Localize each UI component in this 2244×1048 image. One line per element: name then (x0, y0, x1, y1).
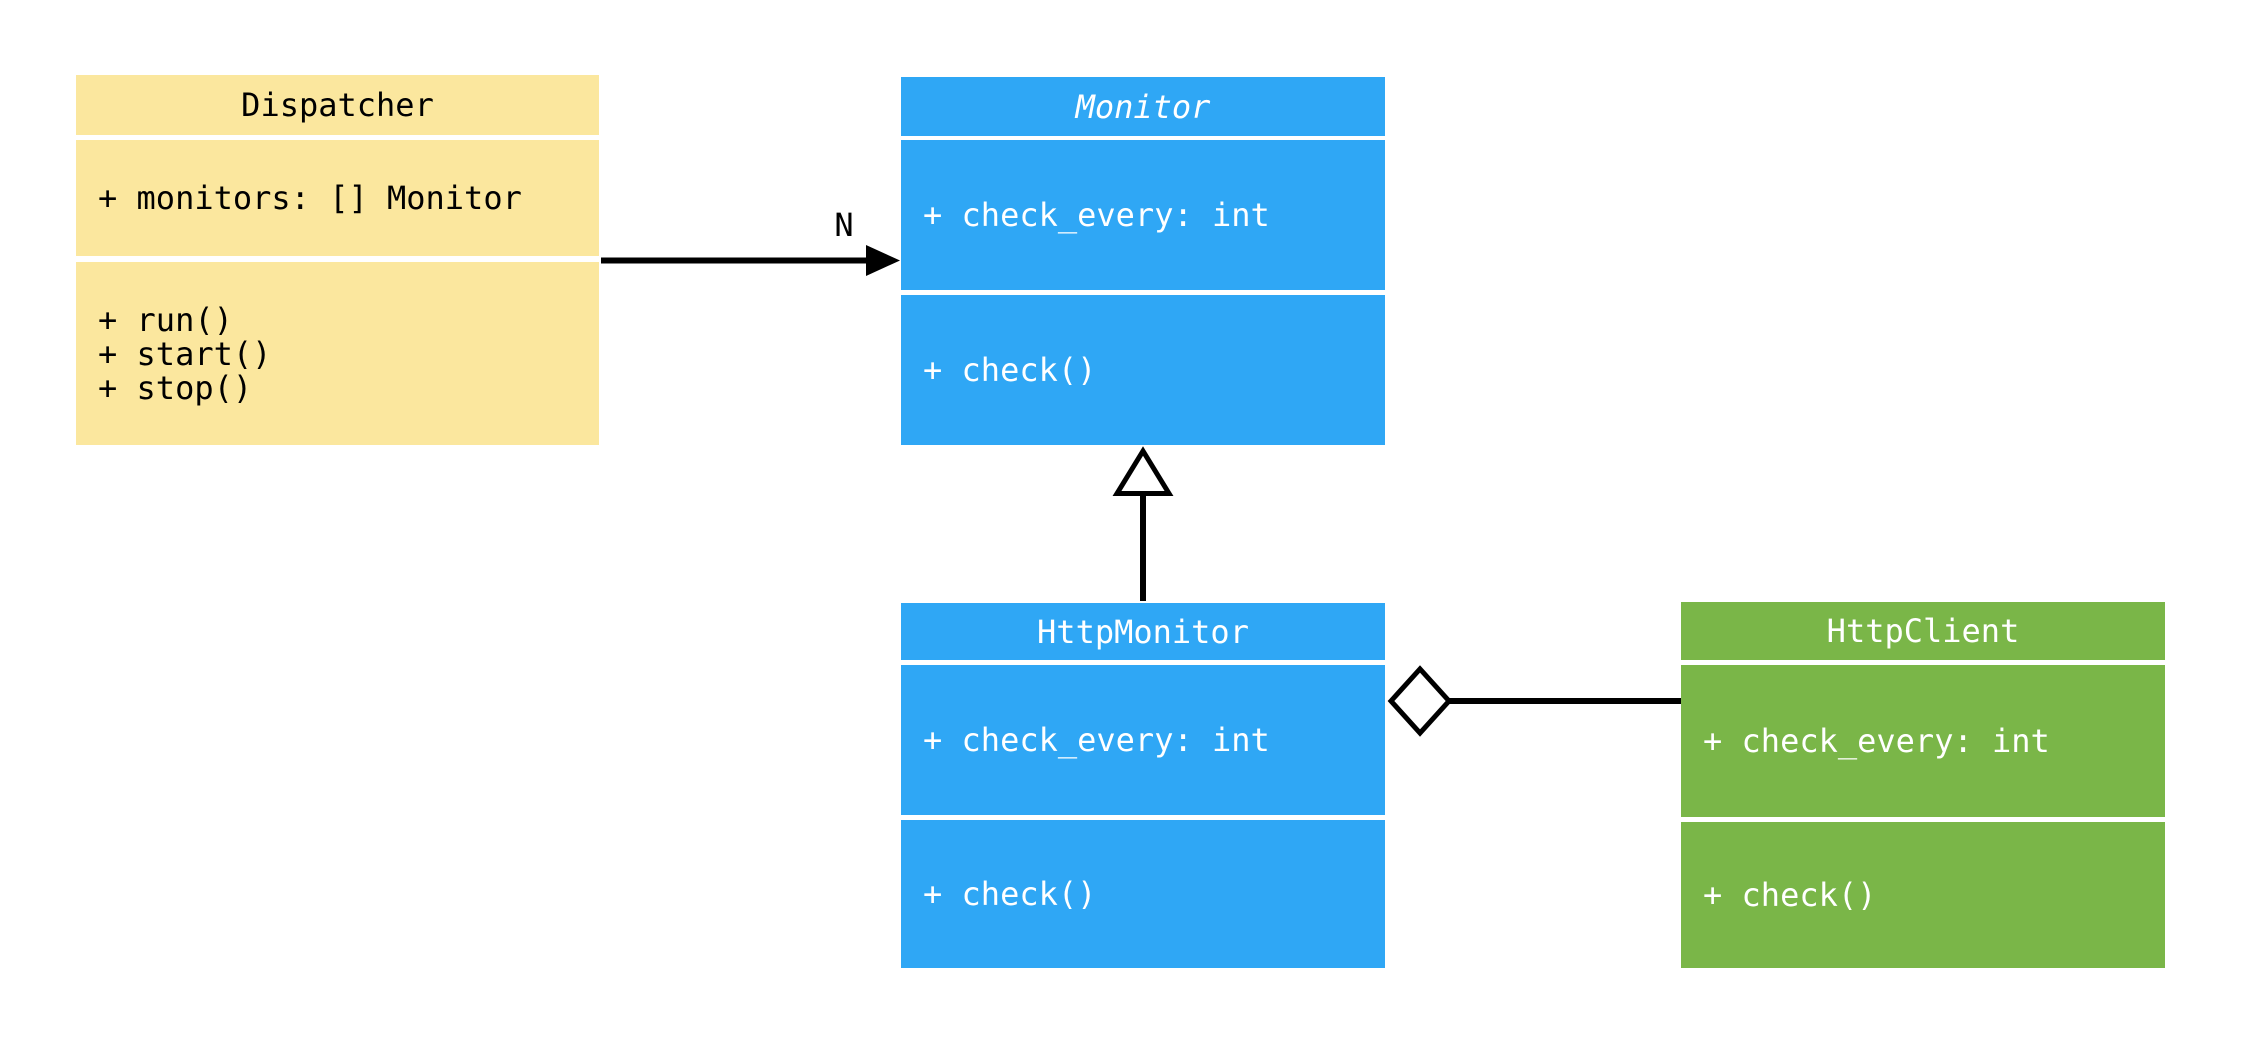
method: + start() (98, 334, 272, 373)
class-dispatcher[interactable]: Dispatcher + monitors: [] Monitor + run(… (76, 75, 599, 445)
method: + check() (923, 875, 1097, 913)
class-http-client[interactable]: HttpClient + check_every: int + check() (1681, 602, 2165, 968)
attribute: + check_every: int (1703, 722, 2050, 760)
method: + stop() (98, 368, 253, 407)
class-http-client-title: HttpClient (1681, 602, 2165, 660)
class-dispatcher-title: Dispatcher (76, 75, 599, 135)
class-http-monitor-attributes: + check_every: int (901, 665, 1385, 815)
class-http-client-attributes: + check_every: int (1681, 665, 2165, 817)
attribute: + check_every: int (923, 721, 1270, 759)
method: + check() (923, 351, 1097, 389)
class-http-monitor-methods: + check() (901, 820, 1385, 968)
aggregation-connector (1387, 665, 1681, 737)
method: + run() (98, 300, 233, 339)
class-http-monitor[interactable]: HttpMonitor + check_every: int + check() (901, 603, 1385, 968)
association-arrow (601, 245, 900, 276)
method: + check() (1703, 876, 1877, 914)
class-http-monitor-title: HttpMonitor (901, 603, 1385, 660)
attribute: + monitors: [] Monitor (98, 179, 522, 217)
attribute: + check_every: int (923, 196, 1270, 234)
association-multiplicity-label: N (834, 206, 854, 244)
class-dispatcher-methods: + run() + start() + stop() (76, 262, 599, 445)
class-monitor-title: Monitor (901, 77, 1385, 136)
class-monitor-methods: + check() (901, 295, 1385, 445)
class-monitor-attributes: + check_every: int (901, 140, 1385, 290)
class-monitor[interactable]: Monitor + check_every: int + check() (901, 77, 1385, 445)
generalization-arrow (1112, 446, 1174, 601)
class-http-client-methods: + check() (1681, 822, 2165, 968)
class-dispatcher-attributes: + monitors: [] Monitor (76, 140, 599, 256)
